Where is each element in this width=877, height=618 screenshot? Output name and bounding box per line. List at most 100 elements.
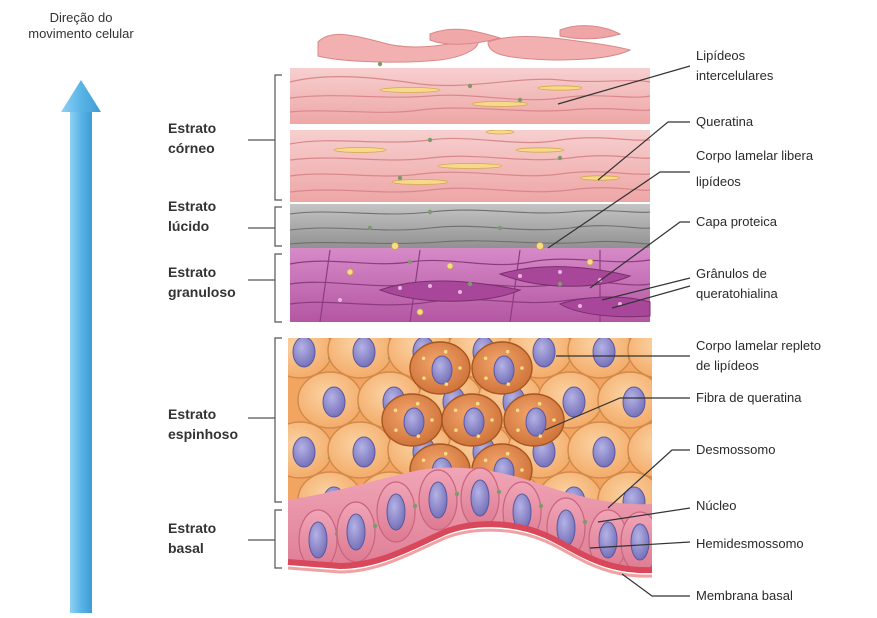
lamellar-body — [516, 428, 520, 432]
lamellar-body — [430, 418, 434, 422]
lamellar-body — [484, 376, 488, 380]
lamellar-body — [477, 434, 481, 438]
desmosome — [373, 524, 377, 528]
lamellar-body — [444, 452, 448, 456]
cell-nucleus — [464, 408, 484, 436]
callout-line: intercelulares — [696, 66, 773, 86]
desmosome — [455, 492, 459, 496]
lamellar-body — [484, 356, 488, 360]
layer-label-line: lúcido — [168, 216, 216, 236]
lamellar-body — [520, 468, 524, 472]
lamellar-body — [539, 434, 543, 438]
cell-nucleus — [593, 437, 615, 467]
desmosome — [583, 520, 587, 524]
layer-label-lucidum: Estrato lúcido — [168, 196, 216, 236]
cell-nucleus — [347, 514, 365, 550]
movement-direction-label: Direção do movimento celular — [2, 10, 160, 42]
lamellar-body — [507, 382, 511, 386]
cell-nucleus — [471, 480, 489, 516]
layer-label-line: córneo — [168, 138, 216, 158]
callout-line: Desmossomo — [696, 440, 775, 460]
callout-line: Corpo lamelar repleto — [696, 336, 821, 356]
lamellar-body — [444, 350, 448, 354]
callout-keratohyalin-granules: Grânulos de queratohialina — [696, 264, 778, 304]
layer-label-line: Estrato — [168, 196, 216, 216]
cell-nucleus — [526, 408, 546, 436]
cell-nucleus — [623, 387, 645, 417]
cell-nucleus — [631, 524, 649, 560]
lamellar-body — [417, 434, 421, 438]
lamellar-body — [538, 402, 542, 406]
cell-nucleus — [599, 522, 617, 558]
cell-nucleus — [432, 356, 452, 384]
desmosome — [658, 506, 662, 510]
cell-nucleus — [593, 337, 615, 367]
callout-line: queratohialina — [696, 284, 778, 304]
callout-desmosome: Desmossomo — [696, 440, 775, 460]
callout-keratin: Queratina — [696, 112, 753, 132]
callout-line: Capa proteica — [696, 212, 777, 232]
lamellar-body — [394, 428, 398, 432]
desmosome — [413, 504, 417, 508]
callout-line: Núcleo — [696, 496, 736, 516]
layer-label-corneum: Estrato córneo — [168, 118, 216, 158]
cell-nucleus — [653, 337, 675, 367]
layer-label-line: Estrato — [168, 118, 216, 138]
cell-nucleus — [387, 494, 405, 530]
spinous-cell — [628, 322, 692, 378]
lamellar-body — [506, 350, 510, 354]
lamellar-body — [422, 376, 426, 380]
callout-line: de lipídeos — [696, 356, 821, 376]
layer-label-granulosum: Estrato granuloso — [168, 262, 236, 302]
lamellar-body — [422, 458, 426, 462]
lamellar-body — [552, 418, 556, 422]
lamellar-body — [476, 402, 480, 406]
lamellar-body — [516, 408, 520, 412]
cell-nucleus — [404, 408, 424, 436]
cell-nucleus — [653, 437, 675, 467]
callout-keratin-fiber: Fibra de queratina — [696, 388, 802, 408]
callout-nucleus: Núcleo — [696, 496, 736, 516]
lamellar-body — [454, 408, 458, 412]
cell-nucleus — [293, 437, 315, 467]
callout-hemidesmosome: Hemidesmossomo — [696, 534, 804, 554]
layer-brackets — [248, 75, 282, 568]
callout-intercellular-lipids: Lipídeos intercelulares — [696, 46, 773, 86]
callout-line: Lipídeos — [696, 46, 773, 66]
callout-line: Corpo lamelar libera — [696, 146, 813, 166]
lamellar-body — [458, 366, 462, 370]
layer-label-line: basal — [168, 538, 216, 558]
callout-lamellar-body-full: Corpo lamelar repleto de lipídeos — [696, 336, 821, 376]
movement-direction-line-2: movimento celular — [2, 26, 160, 42]
lamellar-body — [416, 402, 420, 406]
layer-label-spinosum: Estrato espinhoso — [168, 404, 238, 444]
lamellar-body — [445, 382, 449, 386]
callout-line: lipídeos — [696, 172, 813, 192]
movement-direction-line-1: Direção do — [2, 10, 160, 26]
lamellar-body — [454, 428, 458, 432]
callout-basement-membrane: Membrana basal — [696, 586, 793, 606]
lamellar-body — [422, 356, 426, 360]
lower-epidermis-block — [268, 322, 722, 580]
desmosome — [657, 534, 661, 538]
desmosome — [497, 490, 501, 494]
layer-label-line: espinhoso — [168, 424, 238, 444]
cell-nucleus — [563, 387, 585, 417]
cell-nucleus — [323, 387, 345, 417]
layer-label-line: Estrato — [168, 404, 238, 424]
cell-nucleus — [429, 482, 447, 518]
callout-lamellar-body-releases: Corpo lamelar libera lipídeos — [696, 146, 813, 192]
layer-label-basale: Estrato basal — [168, 518, 216, 558]
lamellar-body — [484, 458, 488, 462]
callout-line: Grânulos de — [696, 264, 778, 284]
cell-nucleus — [293, 337, 315, 367]
cell-nucleus — [494, 356, 514, 384]
callout-line: Queratina — [696, 112, 753, 132]
cell-nucleus — [309, 522, 327, 558]
callout-line: Fibra de queratina — [696, 388, 802, 408]
lamellar-body — [394, 408, 398, 412]
layer-label-line: granuloso — [168, 282, 236, 302]
desmosome — [539, 504, 543, 508]
desmosome — [688, 456, 692, 460]
